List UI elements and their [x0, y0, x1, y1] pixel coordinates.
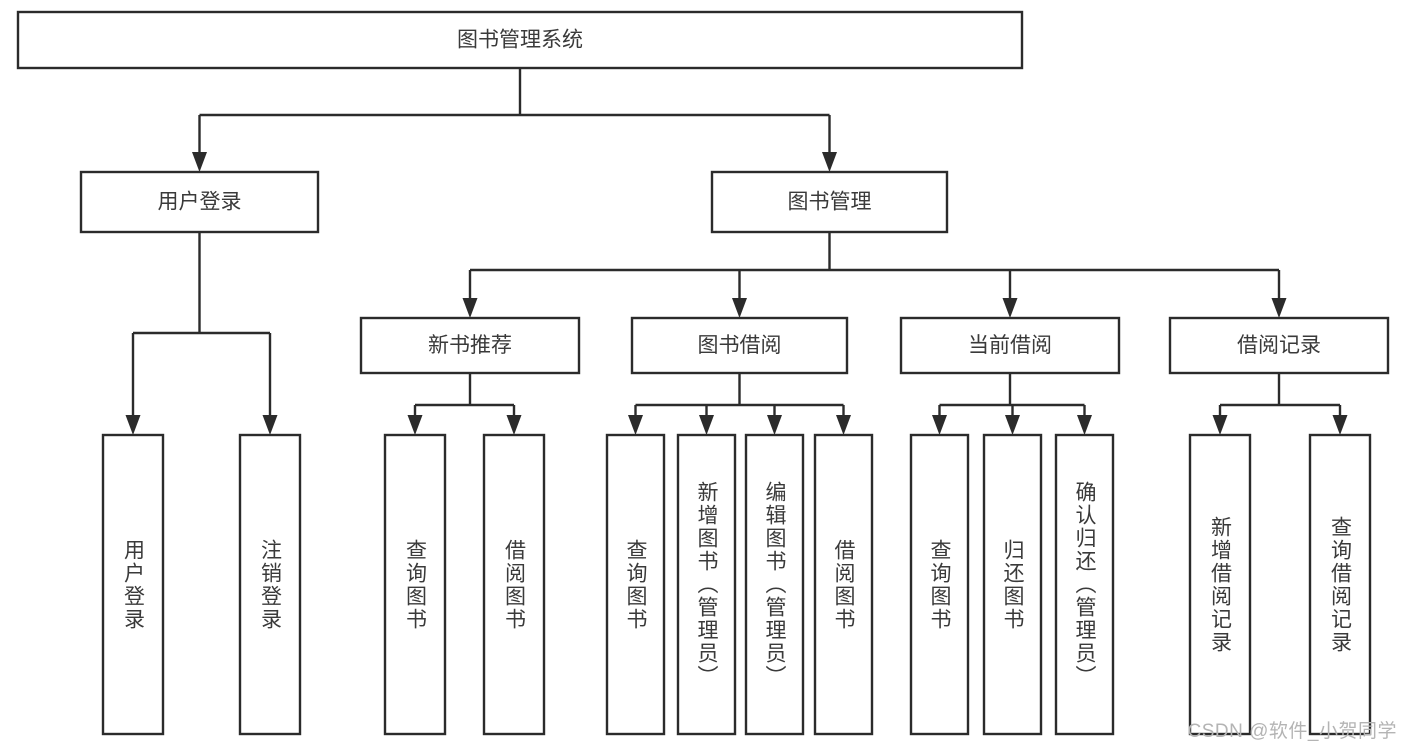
arrow-head-icon: [125, 415, 141, 435]
node-label-user-login: 用户登录: [158, 191, 242, 214]
edges-layer: [125, 68, 1348, 435]
node-label-borrow-record: 借阅记录: [1237, 334, 1321, 357]
node-box-borrow-record[interactable]: [1168, 316, 1390, 375]
node-label-new-book-recommend: 新书推荐: [428, 334, 512, 357]
arrow-head-icon: [628, 415, 643, 435]
arrow-head-icon: [1271, 298, 1287, 318]
node-box-leaf-return-book[interactable]: [982, 433, 1043, 736]
arrow-head-icon: [699, 415, 714, 435]
node-box-root[interactable]: [16, 10, 1024, 70]
arrow-head-icon: [462, 298, 478, 318]
node-box-leaf-confirm-return-admin[interactable]: [1054, 433, 1115, 736]
node-box-leaf-add-borrow-record[interactable]: [1188, 433, 1252, 736]
arrow-head-icon: [1212, 415, 1228, 435]
arrow-head-icon: [1002, 298, 1018, 318]
node-box-leaf-query-borrow-record[interactable]: [1308, 433, 1372, 736]
node-label-current-borrow: 当前借阅: [968, 334, 1052, 357]
arrow-head-icon: [192, 152, 207, 172]
node-box-leaf-borrow-book[interactable]: [813, 433, 874, 736]
arrow-head-icon: [822, 152, 837, 172]
arrow-head-icon: [262, 415, 278, 435]
node-box-new-book-recommend[interactable]: [359, 316, 581, 375]
node-box-current-borrow[interactable]: [899, 316, 1121, 375]
node-box-leaf-user-login[interactable]: [101, 433, 165, 736]
node-box-leaf-query-book-borrow[interactable]: [605, 433, 666, 736]
arrow-head-icon: [732, 298, 747, 318]
arrow-head-icon: [506, 415, 522, 435]
node-box-leaf-edit-book-admin[interactable]: [744, 433, 805, 736]
node-box-leaf-borrow-book-recommend[interactable]: [482, 433, 546, 736]
arrow-head-icon: [932, 415, 947, 435]
arrow-head-icon: [1332, 415, 1348, 435]
node-box-leaf-query-book-current[interactable]: [909, 433, 970, 736]
node-label-book-borrow: 图书借阅: [698, 334, 782, 357]
watermark-text: CSDN @软件_小贺同学: [1187, 721, 1397, 742]
arrow-head-icon: [836, 415, 851, 435]
node-label-book-manage: 图书管理: [788, 191, 872, 214]
arrow-head-icon: [1077, 415, 1092, 435]
node-label-root: 图书管理系统: [457, 29, 583, 52]
node-box-user-login[interactable]: [79, 170, 320, 234]
node-box-book-manage[interactable]: [710, 170, 949, 234]
node-box-leaf-add-book-admin[interactable]: [676, 433, 737, 736]
arrow-head-icon: [1005, 415, 1020, 435]
node-box-leaf-logout-login[interactable]: [238, 433, 302, 736]
node-box-book-borrow[interactable]: [630, 316, 849, 375]
arrow-head-icon: [767, 415, 782, 435]
node-box-leaf-query-book-recommend[interactable]: [383, 433, 447, 736]
arrow-head-icon: [407, 415, 423, 435]
